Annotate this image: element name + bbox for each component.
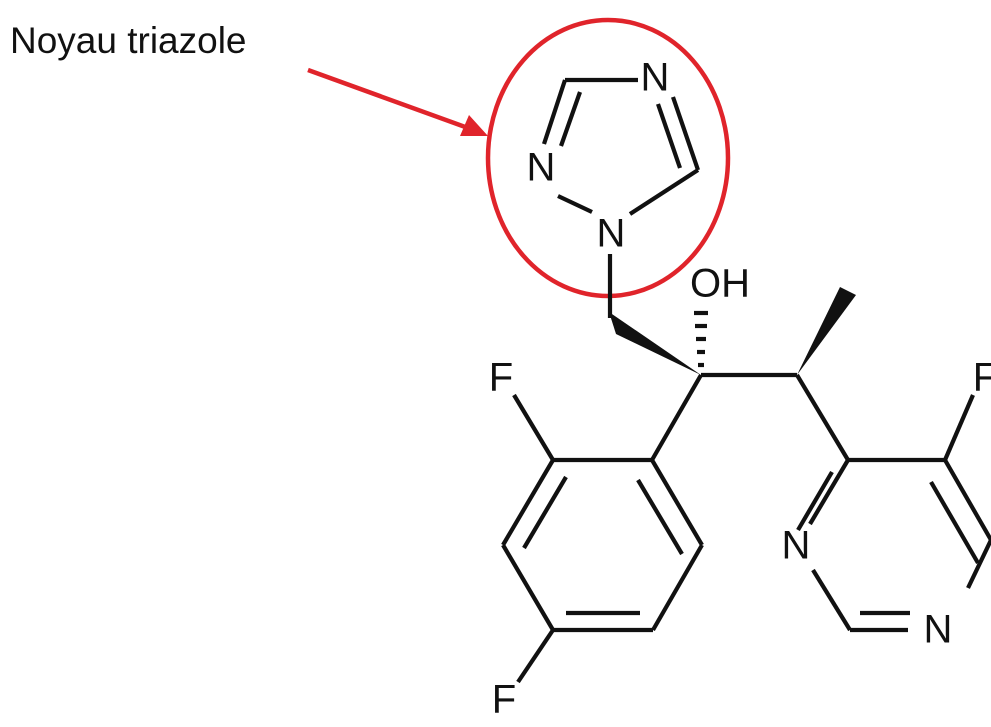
bond (671, 96, 700, 171)
bond (501, 543, 555, 632)
atom-labels: N N N OH F F F N N (489, 56, 991, 722)
stereo-bonds (609, 287, 856, 375)
bond (650, 458, 704, 547)
triazole-callout: Noyau triazole (10, 17, 731, 299)
atom-label-pyrimidine-n-bottom: N (924, 608, 953, 652)
bond (557, 194, 593, 214)
bond (795, 373, 850, 462)
atom-label-pyrimidine-n-left: N (782, 524, 811, 568)
hashed-wedge-bond (694, 310, 708, 368)
atom-label-hydroxyl: OH (690, 262, 750, 306)
wedge-bond (797, 287, 856, 375)
bond (650, 373, 703, 462)
bond (943, 458, 991, 542)
wedge-bond (609, 312, 701, 375)
bond (656, 103, 682, 169)
bond (522, 475, 568, 550)
bond (811, 568, 852, 632)
bond (512, 393, 555, 462)
atom-label-triazole-n-top: N (641, 56, 670, 100)
callout-arrowhead (460, 115, 488, 136)
callout-label: Noyau triazole (10, 20, 247, 61)
bond (651, 543, 704, 632)
atom-label-triazole-n-bottom: N (597, 212, 626, 256)
atom-label-triazole-n-left: N (527, 146, 556, 190)
bond (966, 539, 991, 589)
bond (559, 91, 582, 147)
atom-label-fluorine-lower-left: F (492, 678, 516, 722)
bond (796, 470, 834, 532)
bond (516, 628, 555, 684)
bond (929, 480, 980, 565)
bond (636, 478, 684, 556)
atom-label-fluorine-right: F (973, 356, 991, 400)
atom-label-fluorine-upper-left: F (489, 356, 513, 400)
bonds (501, 77, 991, 684)
bond (501, 458, 555, 547)
bond (808, 458, 850, 526)
bond (628, 168, 700, 216)
callout-arrow-line (307, 67, 469, 131)
bond (542, 79, 567, 145)
bond (943, 394, 975, 461)
